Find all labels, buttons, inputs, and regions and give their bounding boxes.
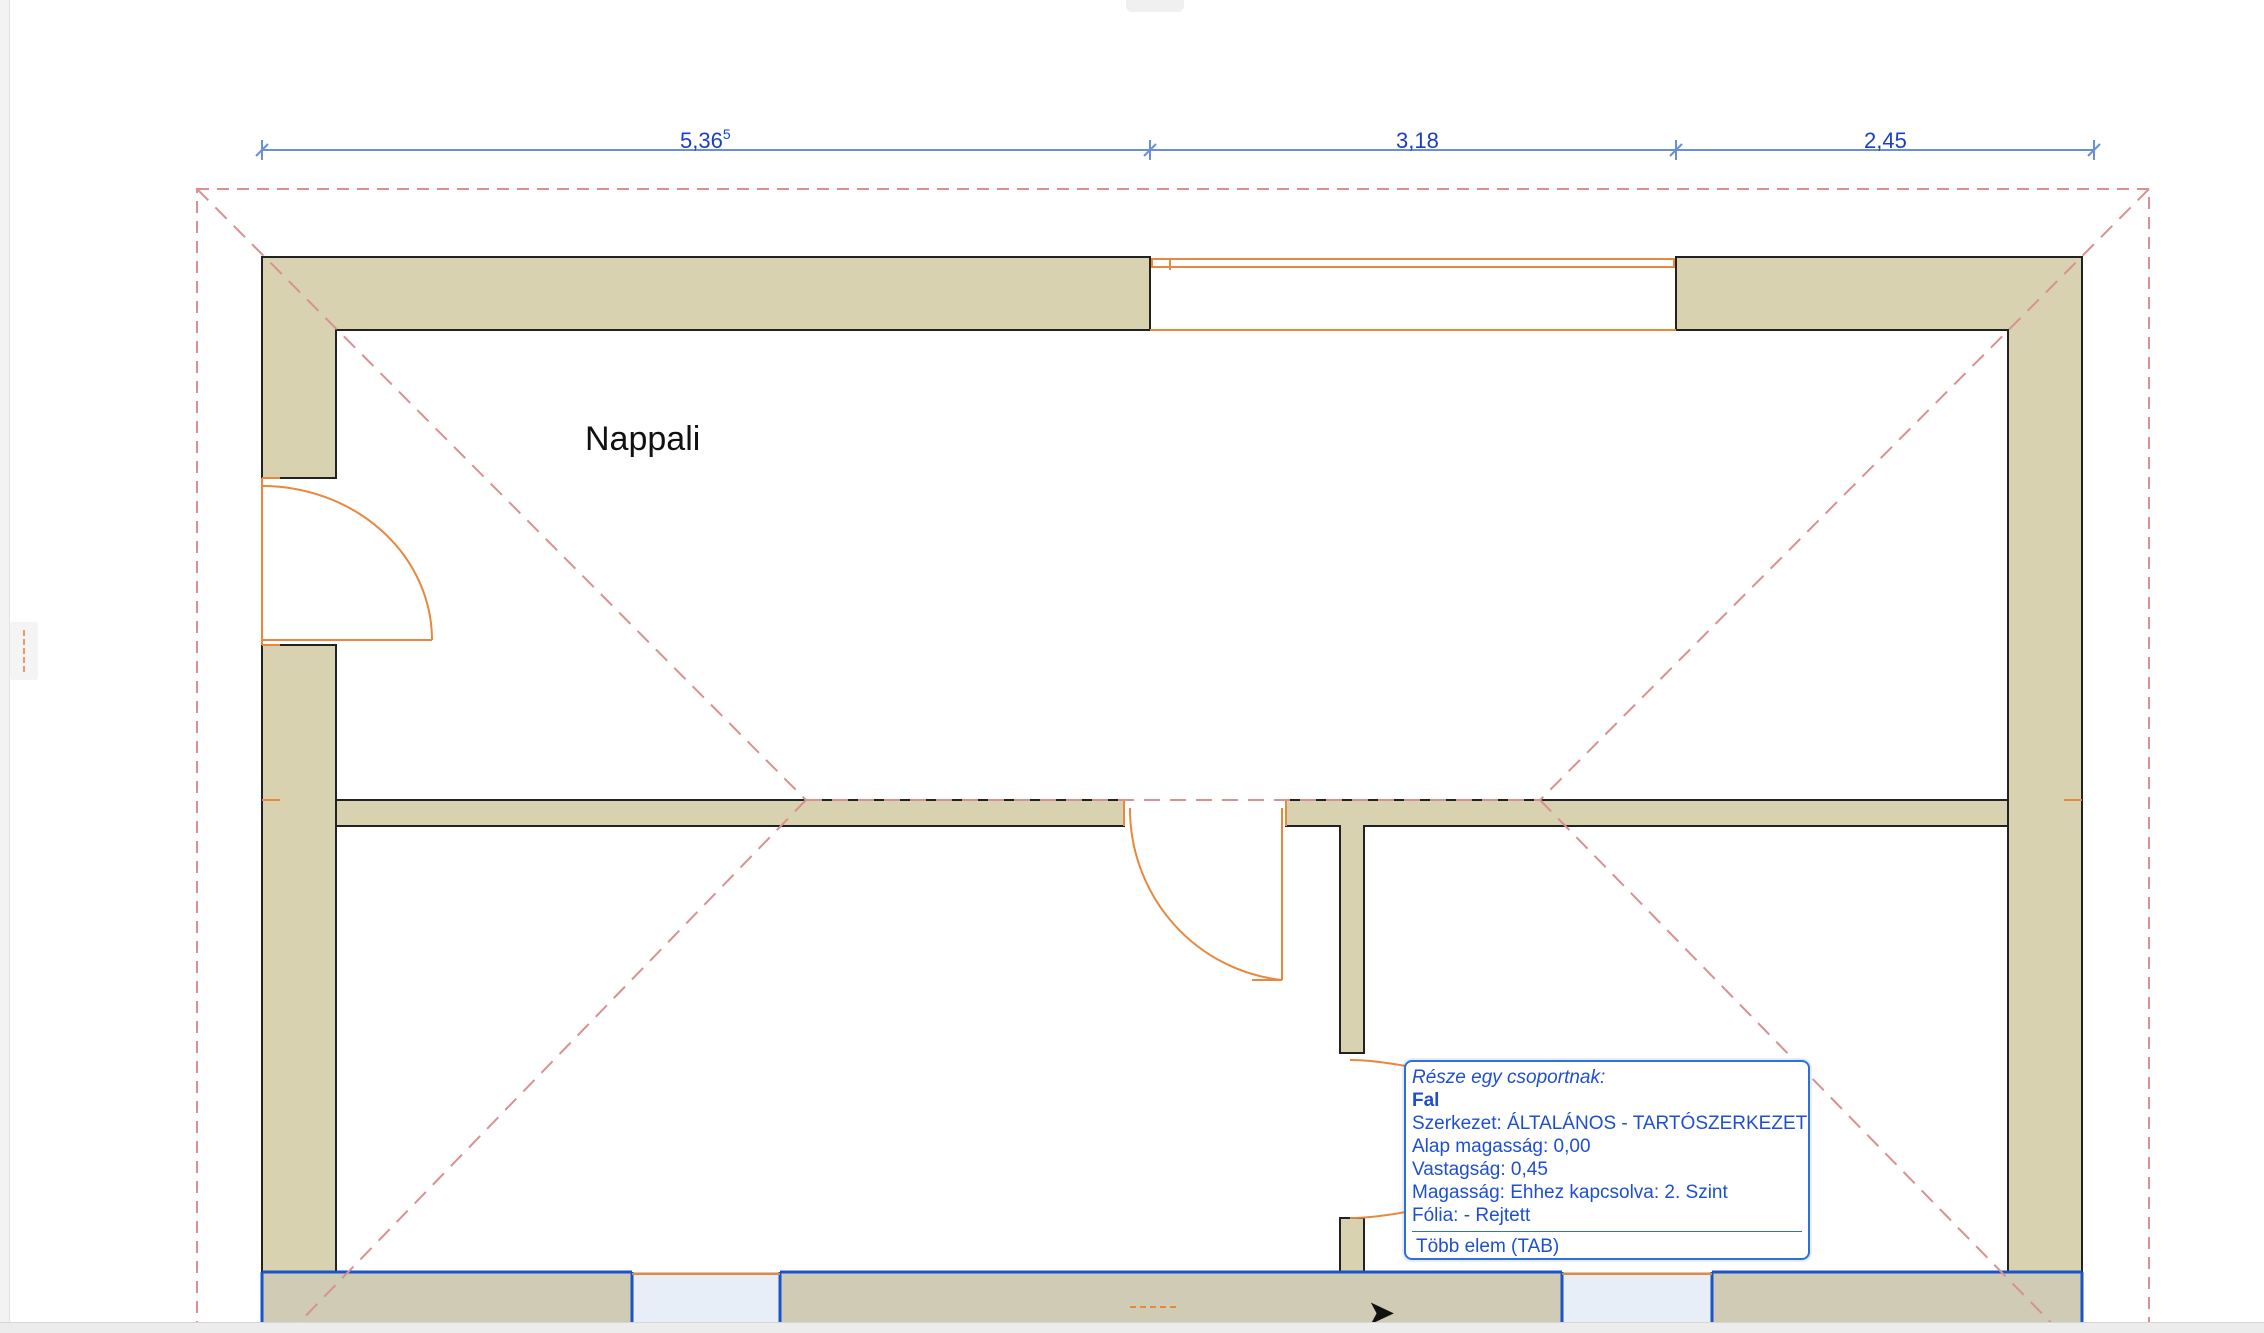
selection-marquee — [196, 188, 2150, 1332]
tooltip-structure: Szerkezet: ÁLTALÁNOS - TARTÓSZERKEZET — [1412, 1113, 1808, 1134]
tooltip-element-type: Fal — [1412, 1090, 1440, 1111]
dimension-label-1[interactable]: 5,365 — [680, 126, 731, 153]
left-panel-edge — [0, 0, 10, 1332]
door-right[interactable] — [1349, 1059, 1407, 1219]
wall-top-left[interactable] — [261, 256, 1151, 479]
element-info-tooltip: Része egy csoportnak: Fal Szerkezet: ÁLT… — [1404, 1060, 1810, 1260]
tooltip-group-header: Része egy csoportnak: — [1412, 1067, 1606, 1088]
room-label[interactable]: Nappali — [585, 420, 700, 458]
wall-left[interactable] — [261, 644, 337, 1332]
dimension-label-2[interactable]: 3,18 — [1396, 128, 1439, 153]
side-panel-tab[interactable] — [10, 622, 38, 680]
dimension-label-1-sup: 5 — [723, 126, 731, 142]
walls[interactable] — [261, 256, 2083, 1332]
tooltip-base-height: Alap magasság: 0,00 — [1412, 1136, 1591, 1157]
roof-guides — [196, 188, 2150, 1332]
tooltip-thickness: Vastagság: 0,45 — [1412, 1159, 1548, 1180]
top-panel-handle[interactable] — [1126, 0, 1184, 12]
door-left[interactable] — [261, 477, 433, 646]
bottom-toolbar[interactable] — [0, 1322, 2264, 1333]
window-top[interactable] — [1149, 257, 1677, 331]
wall-mid-left[interactable] — [335, 799, 1125, 827]
tooltip-foil: Fólia: - Rejtett — [1412, 1205, 1531, 1226]
tooltip-height: Magasság: Ehhez kapcsolva: 2. Szint — [1412, 1182, 1728, 1203]
dimension-chain[interactable] — [255, 140, 2101, 160]
tooltip-separator — [1412, 1231, 1802, 1232]
door-middle[interactable] — [1123, 800, 1287, 981]
dimension-label-3[interactable]: 2,45 — [1864, 128, 1907, 153]
wall-stub[interactable] — [1339, 1217, 1365, 1276]
tooltip-more-elements[interactable]: Több elem (TAB) — [1416, 1236, 1560, 1257]
wall-mid-right[interactable] — [1285, 799, 2009, 1054]
